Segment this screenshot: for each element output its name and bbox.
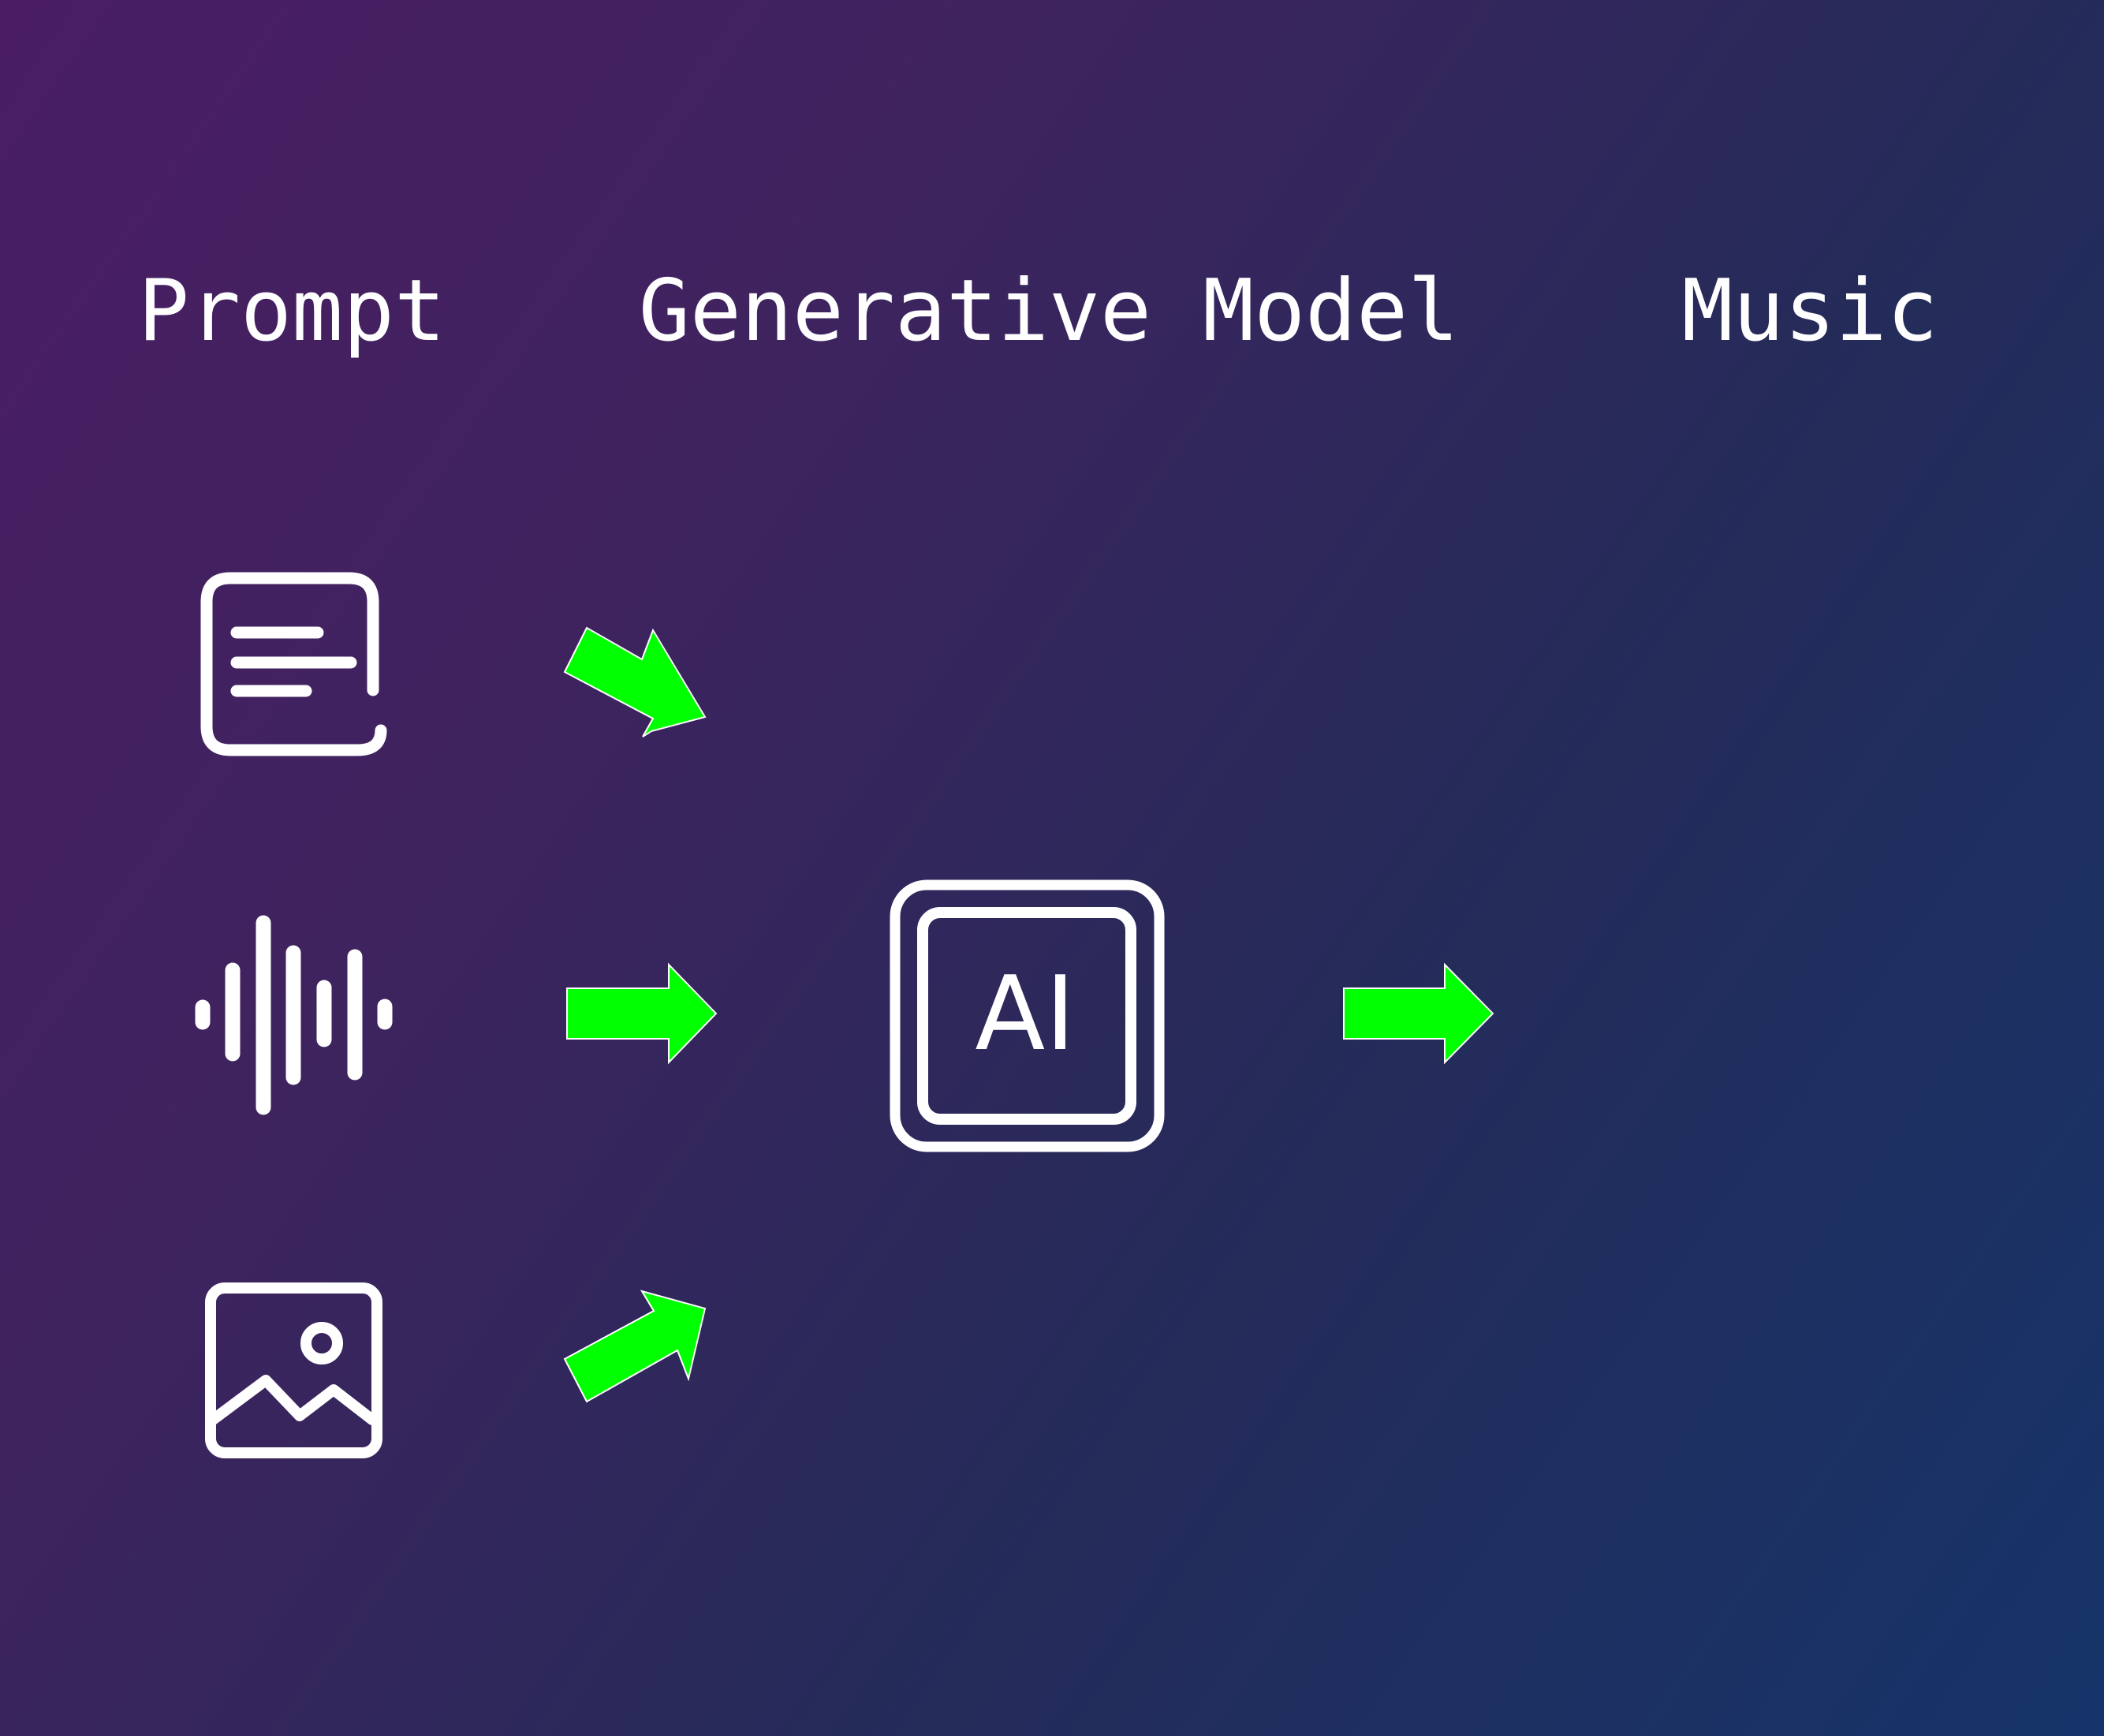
image-icon	[205, 1282, 382, 1458]
model-heading: Generative Model	[638, 262, 1460, 360]
arrow-audio-to-model-icon	[566, 962, 718, 1065]
prompt-heading: Prompt	[137, 262, 446, 360]
arrow-image-to-model-icon	[563, 1290, 707, 1403]
text-document-icon	[200, 572, 387, 756]
music-waveform-icon	[1685, 905, 1949, 1128]
arrow-text-to-model-icon	[563, 626, 707, 737]
ai-chip-icon: AI	[890, 879, 1165, 1152]
ai-label: AI	[975, 954, 1075, 1073]
music-heading: Music	[1681, 262, 1938, 360]
arrow-model-to-music-icon	[1343, 962, 1494, 1065]
audio-waveform-icon	[195, 915, 393, 1115]
